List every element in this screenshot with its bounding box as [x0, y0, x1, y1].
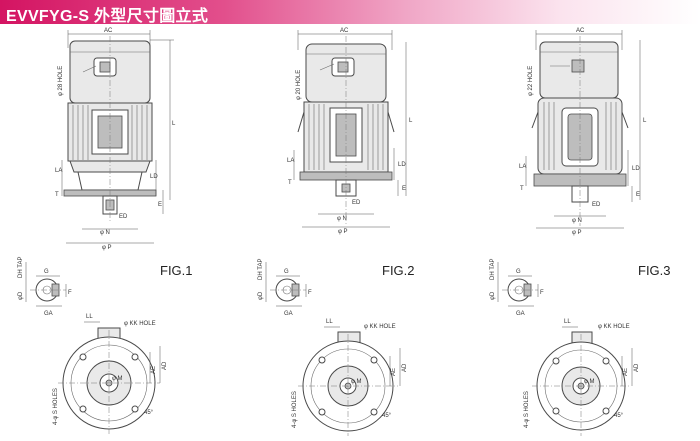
fig3-p-label: φ P — [572, 230, 582, 236]
fig1-hole-label: φ 28 HOLE — [58, 66, 64, 96]
fig2-holes-label: 4-φ S HOLES — [292, 391, 298, 428]
fig3-side-view: AC L LD E LA T ED φ 22 HOLE φ N φ P — [519, 28, 647, 236]
fig2-ll-label: LL — [326, 319, 333, 325]
fig3-holes-label: 4-φ S HOLES — [524, 391, 530, 428]
fig3-deg-label: 45° — [614, 413, 624, 419]
technical-drawing: AC L LD E LA — [18, 28, 671, 436]
fig2-deg-label: 45° — [382, 413, 392, 419]
fig2-ed-label: ED — [352, 200, 361, 206]
fig1-f-label: F — [68, 290, 72, 296]
fig3-ac-label: AC — [576, 28, 585, 34]
fig1-p-label: φ P — [102, 245, 112, 251]
fig3-m-label: φ M — [584, 379, 595, 385]
fig1-deg-label: 45° — [144, 410, 154, 416]
fig2-p-label: φ P — [338, 229, 348, 235]
fig2-ad-label: AD — [402, 363, 408, 372]
page-title: EVVFYG-S 外型尺寸圖立式 — [6, 8, 209, 25]
fig1-flange-view: LL φ KK HOLE AD AE 4-φ S HOLES φ M 45° — [53, 314, 168, 434]
fig3-la-label: LA — [519, 164, 526, 170]
fig2-d-label: φD — [258, 291, 264, 300]
fig2-t-label: T — [288, 180, 292, 186]
fig1-ad-label: AD — [162, 361, 168, 370]
fig3-dh-label: DH TAP — [490, 259, 496, 280]
fig2-e-label: E — [402, 186, 406, 192]
fig3-g-label: G — [516, 269, 521, 275]
fig2-m-label: φ M — [351, 379, 362, 385]
fig1-ll-label: LL — [86, 314, 93, 320]
fig2-f-label: F — [308, 290, 312, 296]
fig2-kk-label: φ KK HOLE — [364, 324, 396, 330]
fig3-t-label: T — [520, 186, 524, 192]
fig2-ga-label: GA — [284, 311, 293, 317]
fig2-l-label: L — [409, 118, 413, 124]
fig3-ad-label: AD — [634, 363, 640, 372]
fig1-kk-label: φ KK HOLE — [124, 321, 156, 327]
fig1-ga-label: GA — [44, 311, 53, 317]
fig1-ae-label: AE — [151, 366, 157, 374]
fig2-ac-label: AC — [340, 28, 349, 34]
fig1-d-label: φD — [18, 291, 24, 300]
fig1-n-label: φ N — [100, 230, 110, 236]
fig1-ac-label: AC — [104, 28, 113, 34]
fig1-label: FIG.1 — [160, 263, 193, 278]
fig3-f-label: F — [540, 290, 544, 296]
fig1-ed-label: ED — [119, 214, 128, 220]
fig2-hole-label: φ 20 HOLE — [296, 70, 302, 100]
fig1-holes-label: 4-φ S HOLES — [53, 388, 59, 425]
fig3-flange-view: LL φ KK HOLE AD AE 4-φ S HOLES φ M 45° — [524, 319, 640, 436]
fig1-shaft-end: DH TAP φD G GA F — [18, 257, 72, 317]
fig1-t-label: T — [55, 192, 59, 198]
fig3-l-label: L — [643, 118, 647, 124]
fig3-ga-label: GA — [516, 311, 525, 317]
fig2-ld-label: LD — [398, 162, 406, 168]
fig2-la-label: LA — [287, 158, 294, 164]
fig3-kk-label: φ KK HOLE — [598, 324, 630, 330]
fig3-label: FIG.3 — [638, 263, 671, 278]
fig3-ll-label: LL — [564, 319, 571, 325]
fig1-g-label: G — [44, 269, 49, 275]
fig1-l-label: L — [172, 121, 176, 127]
fig3-d-label: φD — [490, 291, 496, 300]
fig2-side-view: AC L LD E LA T ED φ 20 HOLE φ N — [287, 28, 413, 235]
title-banner: EVVFYG-S 外型尺寸圖立式 — [0, 0, 700, 25]
fig2-dh-label: DH TAP — [258, 259, 264, 280]
fig1-la-label: LA — [55, 168, 62, 174]
fig3-hole-label: φ 22 HOLE — [528, 66, 534, 96]
fig3-ae-label: AE — [623, 368, 629, 376]
fig2-ae-label: AE — [391, 368, 397, 376]
fig2-label: FIG.2 — [382, 263, 415, 278]
fig1-side-view: AC L LD E LA — [55, 28, 176, 251]
fig2-shaft-end: DH TAP φD G GA F — [258, 259, 312, 317]
fig3-shaft-end: DH TAP φD G GA F — [490, 259, 544, 317]
fig2-n-label: φ N — [337, 216, 347, 222]
fig2-g-label: G — [284, 269, 289, 275]
fig3-ld-label: LD — [632, 166, 640, 172]
fig3-ed-label: ED — [592, 202, 601, 208]
fig3-n-label: φ N — [572, 218, 582, 224]
fig2-flange-view: LL φ KK HOLE AD AE 4-φ S HOLES φ M 45° — [292, 319, 408, 436]
fig1-e-label: E — [158, 202, 162, 208]
fig1-ld-label: LD — [150, 174, 158, 180]
fig3-e-label: E — [636, 192, 640, 198]
fig1-m-label: φ M — [112, 376, 123, 382]
fig1-dh-label: DH TAP — [18, 257, 24, 278]
